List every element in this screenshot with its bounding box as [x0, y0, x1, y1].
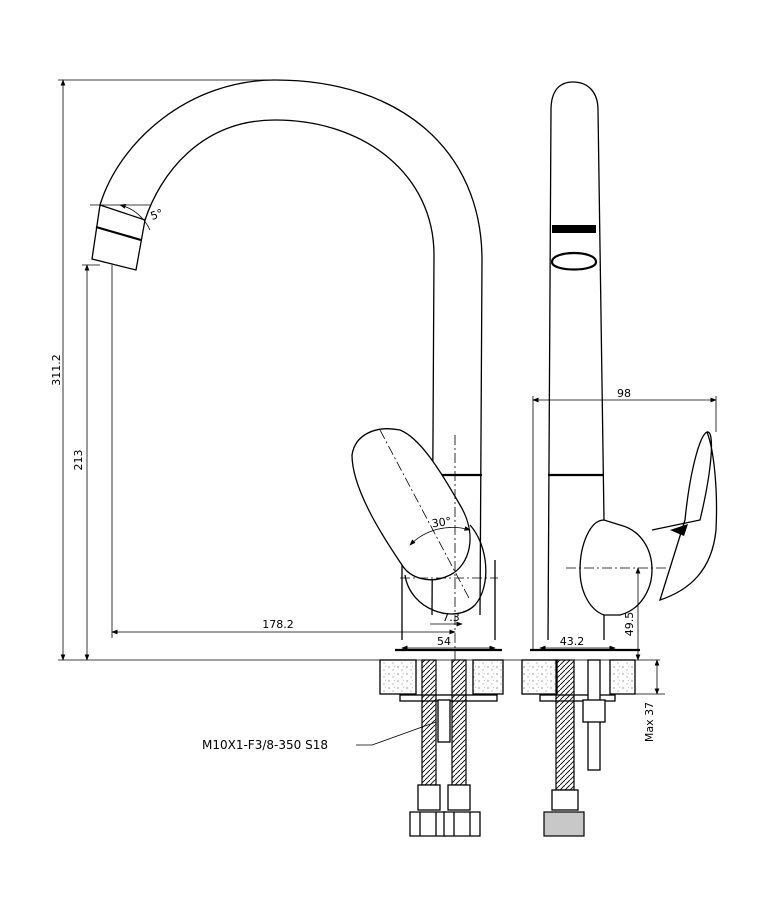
cartridge-housing — [404, 524, 487, 615]
side-lever-cap — [670, 524, 688, 536]
label-spout-height: 213 — [72, 450, 85, 471]
label-total-height: 311.2 — [50, 354, 63, 386]
body-lower-contour — [401, 560, 496, 640]
aerator-tip-line — [91, 258, 137, 271]
aerator-outline — [91, 204, 146, 271]
label-max-thickness: Max 37 — [643, 702, 656, 742]
label-side-depth: 98 — [617, 387, 631, 400]
counter-left-block-b — [472, 659, 504, 695]
front-mounting — [379, 659, 504, 837]
nut-right — [447, 784, 471, 811]
stud-bolt — [437, 699, 451, 743]
side-view — [530, 81, 718, 652]
callout-hose-spec: M10X1-F3/8-350 S18 — [202, 738, 328, 752]
side-aerator-ring — [552, 225, 596, 233]
dim-arc-spout-angle — [119, 204, 151, 231]
side-stud-nut — [582, 699, 606, 723]
side-aerator-ellipse — [550, 252, 598, 271]
side-hose — [555, 659, 575, 791]
side-lever-handle — [651, 431, 718, 602]
nut-left — [417, 784, 441, 811]
hex-nut-left — [409, 811, 447, 837]
aerator-ring — [95, 225, 142, 242]
label-handle-angle: 30° — [431, 515, 452, 531]
hose-right — [451, 659, 467, 786]
counter-side-block-a — [521, 659, 558, 695]
label-offset: 7.3 — [442, 611, 460, 624]
side-spout-contour — [547, 81, 605, 641]
spout-outer-contour — [99, 79, 483, 616]
side-hex-nut — [543, 811, 585, 837]
dim-arc-handle-angle — [409, 526, 471, 546]
lever-handle — [351, 428, 471, 581]
dimension-labels: 311.2 213 178.2 7.3 54 30° 5° 98 43.2 49… — [50, 206, 656, 752]
callout-leader — [356, 721, 437, 746]
front-view — [91, 79, 502, 660]
lever-centerline — [379, 429, 471, 601]
spout-inner-contour — [144, 119, 435, 616]
label-spout-angle: 5° — [149, 206, 165, 222]
hex-nut-right — [443, 811, 481, 837]
label-spout-reach: 178.2 — [262, 618, 294, 631]
mount-plate-side — [539, 694, 616, 702]
counter-left-block-a — [379, 659, 417, 695]
side-lever-housing — [579, 519, 653, 616]
counter-side-block-b — [609, 659, 636, 695]
label-base-diameter: 54 — [437, 635, 451, 648]
side-mounting — [521, 659, 636, 837]
label-side-base: 43.2 — [560, 635, 585, 648]
label-lever-height: 49.5 — [623, 612, 636, 637]
side-hose-nut — [551, 789, 579, 811]
dimension-lines — [58, 79, 717, 746]
